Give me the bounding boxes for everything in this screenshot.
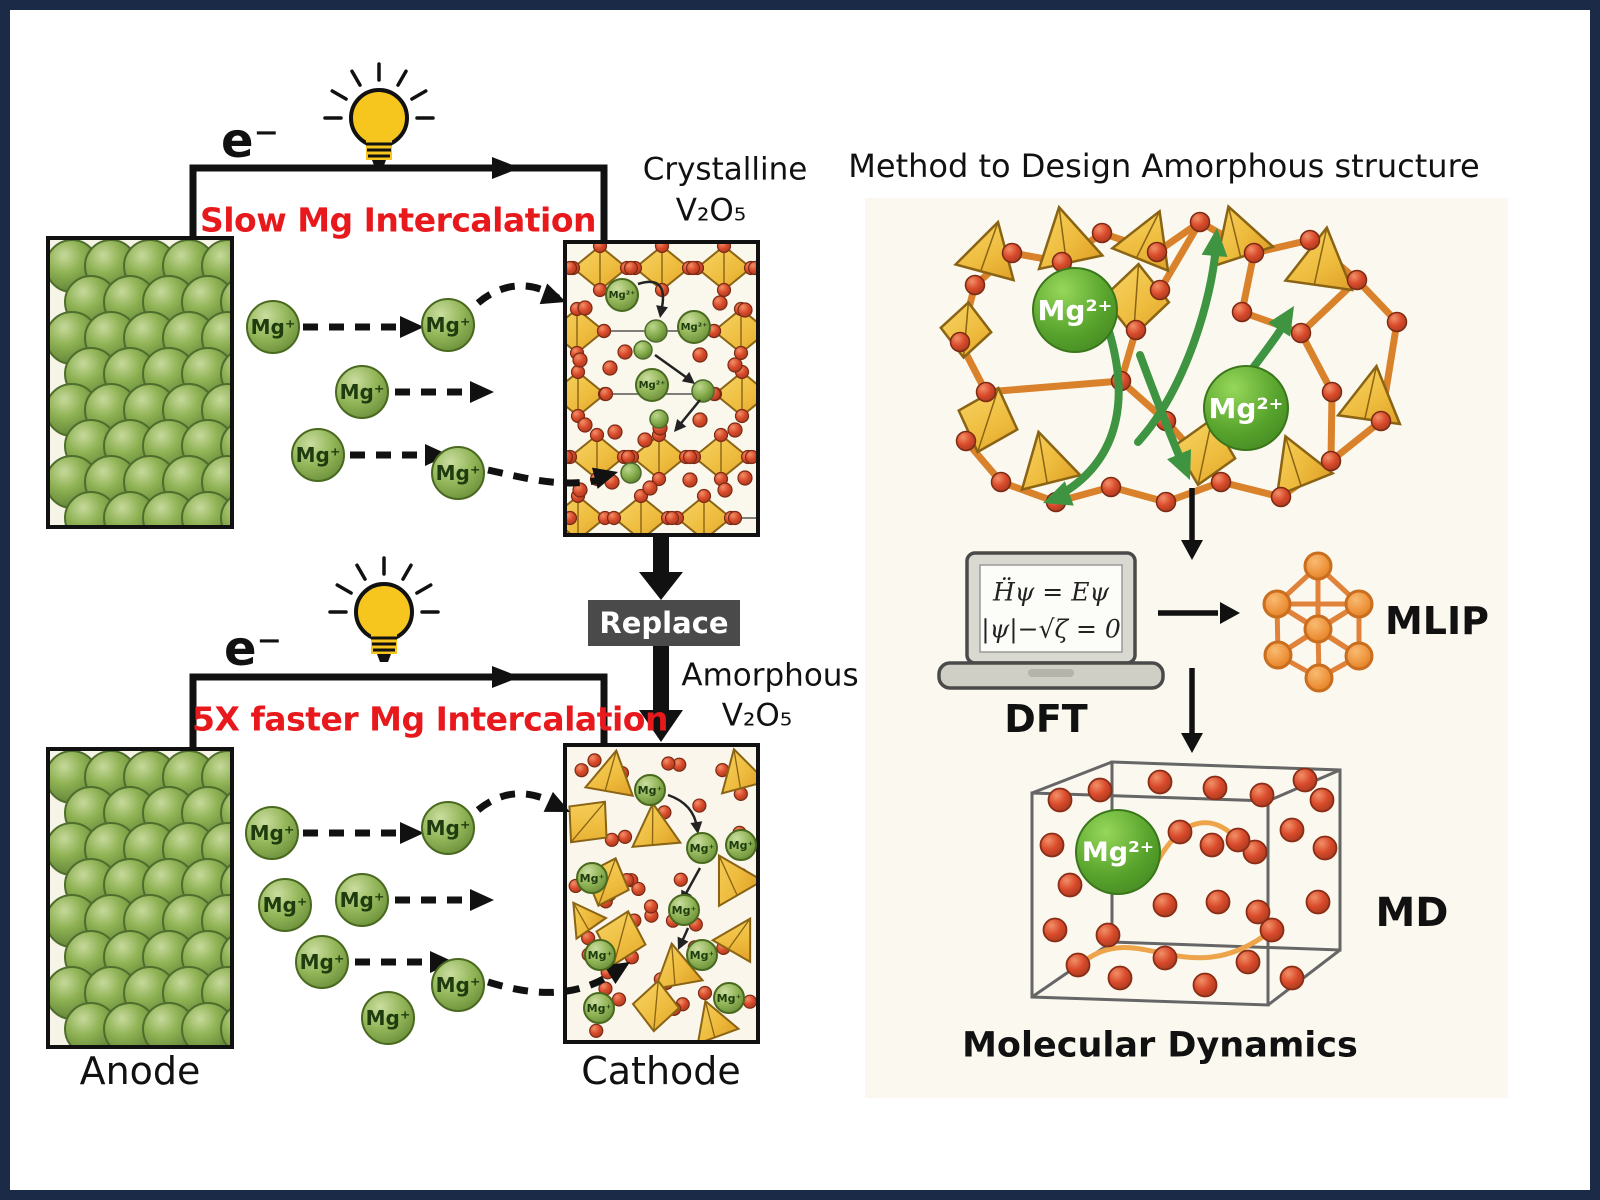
ion-flow-arrows bbox=[303, 282, 630, 996]
electron-label-bottom: e⁻ bbox=[224, 621, 282, 677]
mg-ion: Mg⁺ bbox=[686, 832, 718, 864]
anode-label: Anode bbox=[79, 1049, 201, 1093]
md-caption: Molecular Dynamics bbox=[962, 1025, 1358, 1066]
mg-ion: Mg⁺ bbox=[291, 428, 345, 482]
anode-spheres-bottom bbox=[50, 751, 230, 1045]
mg-ion: Mg⁺ bbox=[246, 300, 300, 354]
mg-ion: Mg⁺ bbox=[583, 992, 615, 1024]
mg-ion: Mg²⁺ bbox=[1203, 365, 1289, 451]
mg-ion: Mg⁺ bbox=[421, 801, 475, 855]
amorphous-title-line2: V₂O₅ bbox=[721, 697, 793, 734]
dft-equation-1: Ḧψ = Eψ bbox=[992, 577, 1110, 607]
crystalline-structure bbox=[567, 244, 756, 533]
replace-flow-arrows bbox=[639, 535, 683, 742]
md-label: MD bbox=[1375, 890, 1449, 936]
workflow-arrows bbox=[1158, 488, 1240, 753]
caption-slow-intercalation: Slow Mg Intercalation bbox=[199, 200, 597, 240]
method-title: Method to Design Amorphous structure bbox=[848, 147, 1480, 185]
mg-ion: Mg²⁺ bbox=[677, 310, 711, 344]
mg-ion: Mg⁺ bbox=[421, 298, 475, 352]
mg-ion: Mg⁺ bbox=[584, 939, 616, 971]
dft-label: DFT bbox=[1004, 697, 1088, 741]
mg-ion: Mg²⁺ bbox=[1032, 267, 1118, 353]
mg-ion: Mg⁺ bbox=[335, 873, 389, 927]
mg-ion: Mg⁺ bbox=[361, 991, 415, 1045]
mg-ion: Mg⁺ bbox=[245, 806, 299, 860]
laptop-icon bbox=[937, 551, 1165, 690]
dft-equation-2: |ψ|−√ζ = 0 bbox=[981, 614, 1121, 644]
md-simulation-box bbox=[1030, 760, 1342, 1007]
mg-ion: Mg⁺ bbox=[713, 982, 745, 1014]
mg-ion: Mg²⁺ bbox=[605, 278, 639, 312]
amorphous-design-structure bbox=[939, 204, 1408, 513]
crystalline-title-line2: V₂O₅ bbox=[675, 192, 747, 229]
mg-ion: Mg⁺ bbox=[668, 894, 700, 926]
replace-label: Replace bbox=[588, 600, 740, 646]
mg-ion: Mg⁺ bbox=[258, 878, 312, 932]
mg-ion: Mg⁺ bbox=[335, 365, 389, 419]
mg-ion: Mg⁺ bbox=[634, 774, 666, 806]
mg-ion: Mg⁺ bbox=[431, 446, 485, 500]
mg-ion: Mg²⁺ bbox=[1075, 809, 1161, 895]
mg-ion: Mg⁺ bbox=[686, 939, 718, 971]
mg-ion: Mg⁺ bbox=[576, 862, 608, 894]
electron-label-top: e⁻ bbox=[221, 113, 279, 169]
anode-spheres-top bbox=[50, 240, 230, 525]
cathode-label: Cathode bbox=[581, 1049, 741, 1093]
caption-fast-intercalation: 5X faster Mg Intercalation bbox=[192, 699, 668, 739]
mlip-label: MLIP bbox=[1384, 599, 1490, 643]
mg-ion: Mg⁺ bbox=[725, 829, 757, 861]
mg-ion: Mg⁺ bbox=[431, 958, 485, 1012]
mlip-network-icon bbox=[1262, 551, 1374, 693]
circuit-wires bbox=[189, 157, 608, 749]
mg-ion: Mg⁺ bbox=[295, 935, 349, 989]
crystalline-title-line1: Crystalline bbox=[642, 151, 808, 188]
lightbulb-icons bbox=[323, 62, 440, 662]
mg-ion: Mg²⁺ bbox=[635, 368, 669, 402]
amorphous-title-line1: Amorphous bbox=[681, 657, 859, 694]
